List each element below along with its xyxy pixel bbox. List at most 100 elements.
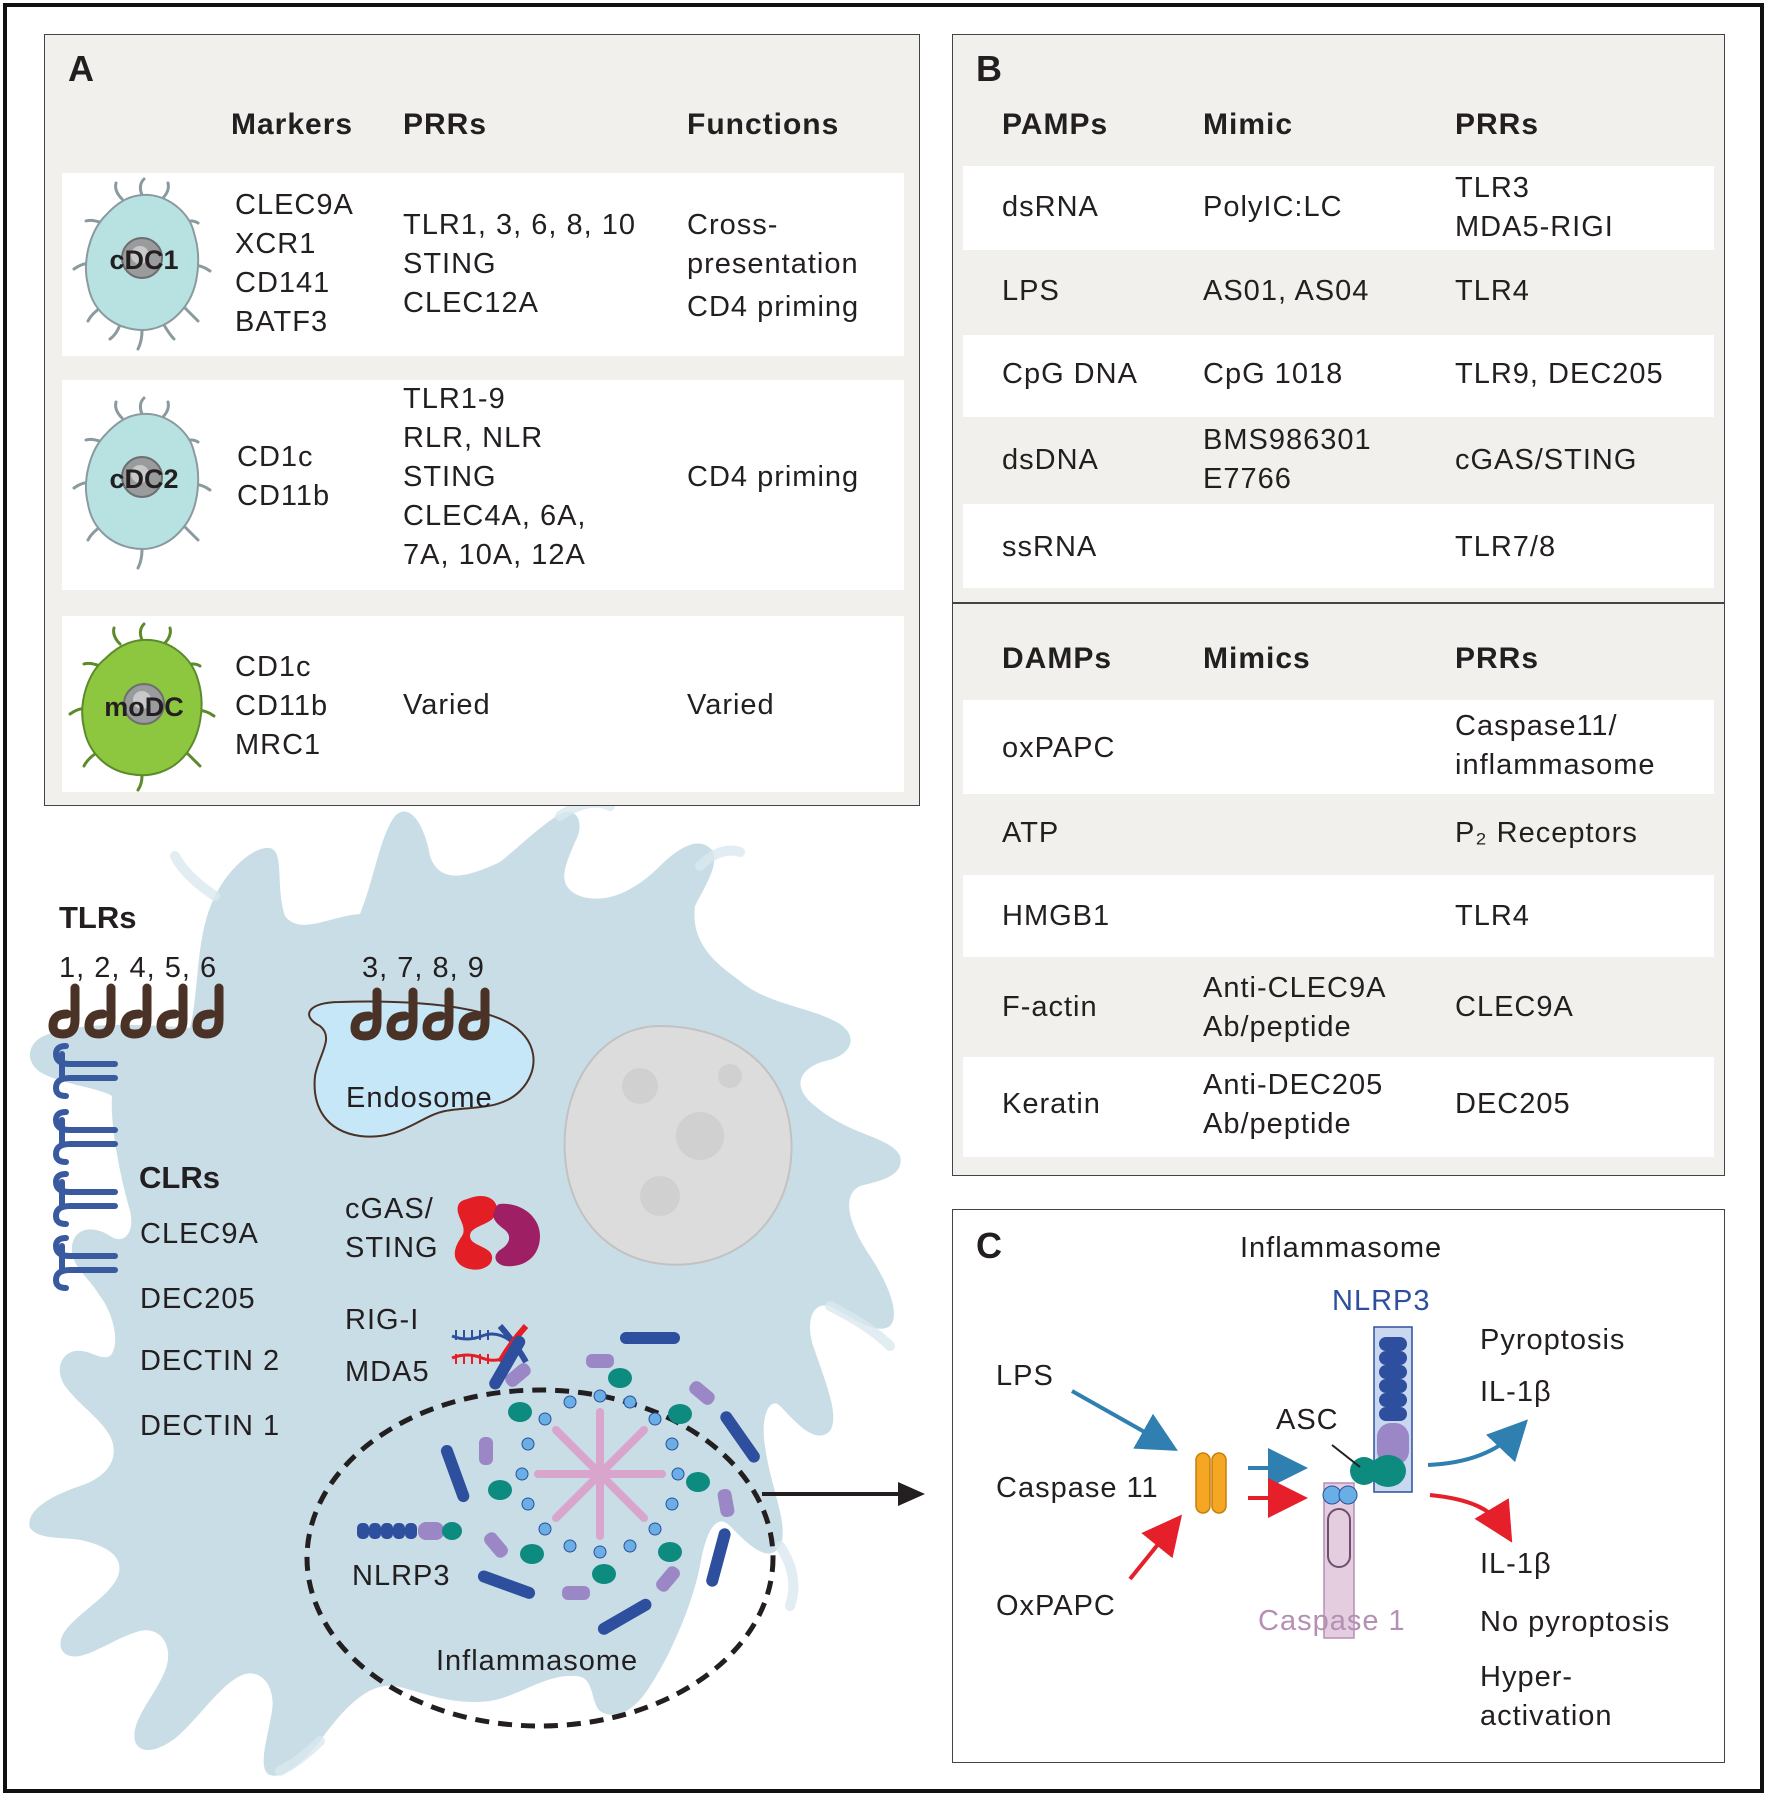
cdc2-label: cDC2 — [109, 464, 178, 494]
cdc1-label: cDC1 — [109, 245, 178, 275]
cdc2-markers: CD1c CD11b — [237, 441, 331, 512]
cdc2-prrs: TLR1-9 RLR, NLR STING CLEC4A, 6A, 7A, 10… — [403, 383, 587, 571]
panel-b-divider — [953, 602, 1724, 604]
clr-label: DEC205 — [140, 1283, 256, 1315]
caspase11-icon — [1195, 1452, 1211, 1514]
cgas-icon — [454, 1196, 498, 1270]
damp-name: Keratin — [1002, 1088, 1101, 1120]
damps-header: DAMPs — [1002, 642, 1113, 675]
inflammasome-label: Inflammasome — [436, 1645, 639, 1677]
cgas-sting-label: cGAS/ STING — [345, 1193, 439, 1264]
tlr-receptor-icon — [458, 987, 490, 1041]
modc-markers: CD1c CD11b MRC1 — [235, 651, 329, 761]
pamp-mimic: AS01, AS04 — [1203, 275, 1370, 307]
tlrs-endosome-label: 3, 7, 8, 9 — [362, 952, 485, 984]
inflammasome-complex-icon — [440, 1332, 760, 1635]
cdc1-function: Cross- presentation — [687, 209, 859, 280]
clr-label: DECTIN 1 — [140, 1410, 281, 1442]
pyroptosis-arrow — [1427, 1419, 1528, 1467]
damp-name: HMGB1 — [1002, 900, 1111, 932]
pamps-mimic-header: Mimic — [1203, 108, 1294, 141]
pamp-mimic: PolyIC:LC — [1203, 191, 1343, 223]
damps-row — [963, 875, 1714, 957]
tlr-receptor-icon — [192, 983, 224, 1039]
damp-name: oxPAPC — [1002, 732, 1116, 764]
outcome-pyroptosis: Pyroptosis — [1480, 1324, 1626, 1356]
panel-c-letter: C — [976, 1225, 1002, 1266]
tlr-receptor-icon — [350, 987, 382, 1041]
damp-mimic: Anti-DEC205 Ab/peptide — [1203, 1069, 1384, 1140]
panel-a-row — [62, 173, 904, 356]
pamp-name: LPS — [1002, 275, 1060, 307]
inflammasome-region — [304, 1387, 776, 1729]
damp-name: ATP — [1002, 817, 1060, 849]
pamp-name: CpG DNA — [1002, 358, 1138, 390]
pamps-row — [963, 335, 1714, 417]
outcome-il1b: IL-1β — [1480, 1376, 1552, 1408]
damp-prrs: DEC205 — [1455, 1088, 1571, 1120]
clr-receptor-icon — [52, 1171, 118, 1227]
pamp-prrs: TLR3 MDA5-RIGI — [1455, 172, 1614, 243]
caspase11-label: Caspase 11 — [996, 1472, 1159, 1504]
cdc2-cell-icon: cDC2 — [72, 396, 212, 570]
pamp-name: ssRNA — [1002, 531, 1098, 563]
pamp-mimic: BMS986301 E7766 — [1203, 424, 1372, 495]
tlrs-surface-label: 1, 2, 4, 5, 6 — [59, 952, 218, 984]
clr-label: DECTIN 2 — [140, 1345, 281, 1377]
panel-a-letter: A — [68, 48, 94, 89]
panel-b-letter: B — [976, 48, 1002, 89]
damp-name: F-actin — [1002, 991, 1098, 1023]
pamp-prrs: TLR4 — [1455, 275, 1530, 307]
dendritic-cell-illustration — [29, 806, 925, 1776]
rig-i-icon — [451, 1332, 513, 1344]
modc-cell-icon: moDC — [68, 622, 216, 792]
modc-prrs: Varied — [403, 689, 491, 721]
cdc1-function: CD4 priming — [687, 291, 860, 323]
damps-mimics-header: Mimics — [1203, 642, 1311, 675]
panel-a-header-prrs: PRRs — [403, 108, 488, 141]
damps-prrs-header: PRRs — [1455, 642, 1540, 675]
cdc1-cell-icon: cDC1 — [72, 177, 212, 351]
sting-icon — [493, 1203, 540, 1267]
tlr-receptor-icon — [84, 983, 116, 1039]
nlrp3-label-c: NLRP3 — [1332, 1285, 1431, 1317]
tlr-receptor-icon — [48, 983, 80, 1039]
panel-a-header-markers: Markers — [231, 108, 354, 141]
pamp-prrs: cGAS/STING — [1455, 444, 1638, 476]
inflammasome-pathway-diagram — [1071, 1326, 1528, 1639]
cdc1-prrs: TLR1, 3, 6, 8, 10 STING CLEC12A — [403, 209, 637, 319]
no-pyroptosis-arrow — [1429, 1493, 1513, 1543]
damps-row — [963, 1057, 1714, 1157]
oxpapc-label: OxPAPC — [996, 1590, 1116, 1622]
endosome-label: Endosome — [346, 1082, 493, 1114]
pamps-prrs-header: PRRs — [1455, 108, 1540, 141]
pamp-name: dsDNA — [1002, 444, 1099, 476]
tlr-receptor-icon — [156, 983, 188, 1039]
mda5-label: MDA5 — [345, 1356, 430, 1388]
clrs-title: CLRs — [139, 1160, 220, 1195]
pamp-mimic: CpG 1018 — [1203, 358, 1344, 390]
modc-label: moDC — [104, 692, 184, 722]
pamp-name: dsRNA — [1002, 191, 1099, 223]
tlrs-title: TLRs — [59, 900, 137, 935]
pamps-row — [963, 166, 1714, 250]
lps-label: LPS — [996, 1360, 1054, 1392]
damp-prrs: P₂ Receptors — [1455, 817, 1638, 849]
clr-receptor-icon — [52, 1043, 118, 1099]
oxpapc-arrow — [1128, 1514, 1183, 1581]
outcome-hyperactivation: Hyper- activation — [1480, 1661, 1613, 1732]
tlr-receptor-icon — [386, 987, 418, 1041]
pamp-prrs: TLR7/8 — [1455, 531, 1557, 563]
damp-mimic: Anti-CLEC9A Ab/peptide — [1203, 972, 1387, 1043]
pamps-row — [963, 504, 1714, 588]
clr-label: CLEC9A — [140, 1218, 259, 1250]
rig-i-label: RIG-I — [345, 1304, 420, 1336]
figure-frame — [3, 3, 1764, 1793]
nlrp3-label: NLRP3 — [352, 1560, 451, 1592]
caspase1-label: Caspase 1 — [1258, 1605, 1406, 1637]
lps-arrow — [1071, 1389, 1178, 1451]
damps-row — [963, 700, 1714, 794]
asc-label: ASC — [1276, 1404, 1339, 1436]
tlr-receptor-icon — [120, 983, 152, 1039]
clr-receptor-icon — [52, 1235, 118, 1291]
